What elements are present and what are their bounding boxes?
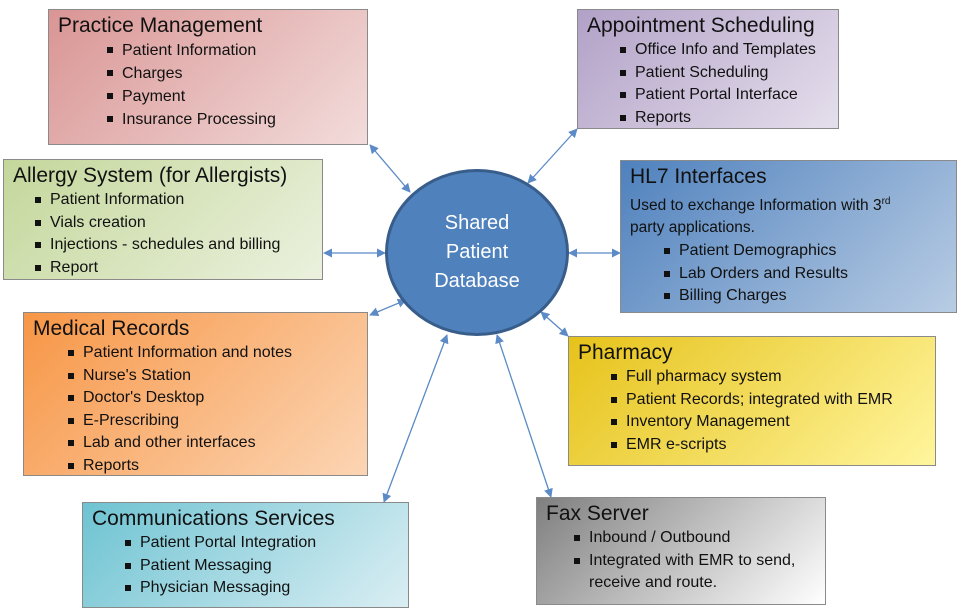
- shared-patient-database-hub: Shared Patient Database: [385, 169, 569, 336]
- list-item: Reports: [620, 107, 838, 130]
- fax-server-box: Fax Server Inbound / Outbound Integrated…: [536, 497, 826, 605]
- practice-management-box: Practice Management Patient Information …: [48, 9, 368, 145]
- list-item: Patient Demographics: [664, 240, 956, 263]
- list-item: Patient Portal Interface: [620, 84, 838, 107]
- list-item: E-Prescribing: [68, 410, 367, 433]
- list-item: Physician Messaging: [125, 577, 408, 600]
- list-item: Patient Information: [107, 39, 367, 62]
- list-item: Billing Charges: [664, 285, 956, 308]
- arrow-appointment-scheduling: [527, 128, 578, 184]
- hl7-interfaces-title: HL7 Interfaces: [630, 165, 767, 188]
- list-item: Integrated with EMR to send, receive and…: [574, 550, 825, 595]
- fax-server-list: Inbound / Outbound Integrated with EMR t…: [574, 527, 825, 595]
- hl7-desc-superscript: rd: [881, 196, 891, 207]
- list-item: Insurance Processing: [107, 108, 367, 131]
- hub-label: Shared Patient Database: [434, 212, 520, 292]
- practice-management-list: Patient Information Charges Payment Insu…: [107, 39, 367, 131]
- hl7-interfaces-description: Used to exchange Information with 3rd par…: [630, 191, 948, 239]
- list-item: Inbound / Outbound: [574, 527, 825, 550]
- list-item: Patient Portal Integration: [125, 532, 408, 555]
- appointment-scheduling-title: Appointment Scheduling: [587, 14, 815, 37]
- list-item: Patient Records; integrated with EMR: [611, 389, 935, 412]
- list-item: Lab and other interfaces: [68, 432, 367, 455]
- list-item: Patient Scheduling: [620, 62, 838, 85]
- list-item: Vials creation: [35, 212, 322, 235]
- list-item: Office Info and Templates: [620, 39, 838, 62]
- list-item: Payment: [107, 85, 367, 108]
- arrow-communications-services: [382, 334, 449, 503]
- list-item: Doctor's Desktop: [68, 387, 367, 410]
- hl7-interfaces-list: Patient Demographics Lab Orders and Resu…: [664, 240, 956, 308]
- arrow-fax-server: [495, 334, 553, 498]
- list-item: Charges: [107, 62, 367, 85]
- pharmacy-box: Pharmacy Full pharmacy system Patient Re…: [568, 336, 936, 466]
- appointment-scheduling-list: Office Info and Templates Patient Schedu…: [620, 39, 838, 129]
- pharmacy-list: Full pharmacy system Patient Records; in…: [611, 366, 935, 456]
- list-item: Lab Orders and Results: [664, 263, 956, 286]
- list-item: EMR e-scripts: [611, 434, 935, 457]
- medical-records-list: Patient Information and notes Nurse's St…: [68, 342, 367, 477]
- list-item: Reports: [68, 455, 367, 478]
- list-item: Nurse's Station: [68, 365, 367, 388]
- allergy-system-box: Allergy System (for Allergists) Patient …: [3, 159, 323, 280]
- list-item: Full pharmacy system: [611, 366, 935, 389]
- pharmacy-title: Pharmacy: [578, 341, 673, 364]
- list-item: Patient Information and notes: [68, 342, 367, 365]
- medical-records-box: Medical Records Patient Information and …: [23, 312, 368, 476]
- hl7-desc-text-continued: party applications.: [630, 219, 755, 237]
- list-item: Injections - schedules and billing: [35, 234, 322, 257]
- communications-services-box: Communications Services Patient Portal I…: [82, 502, 409, 608]
- arrow-practice-management: [369, 144, 411, 193]
- practice-management-title: Practice Management: [58, 14, 263, 37]
- appointment-scheduling-box: Appointment Scheduling Office Info and T…: [577, 9, 839, 129]
- list-item: Patient Messaging: [125, 555, 408, 578]
- hl7-interfaces-box: HL7 Interfaces Used to exchange Informat…: [620, 160, 957, 313]
- allergy-system-title: Allergy System (for Allergists): [13, 164, 288, 187]
- list-item: Patient Information: [35, 189, 322, 212]
- list-item: Inventory Management: [611, 411, 935, 434]
- arrow-medical-records: [369, 298, 407, 317]
- list-item: Report: [35, 257, 322, 280]
- allergy-system-list: Patient Information Vials creation Injec…: [35, 189, 322, 279]
- medical-records-title: Medical Records: [33, 317, 190, 340]
- arrow-pharmacy: [540, 311, 569, 337]
- hl7-desc-text: Used to exchange Information with 3: [630, 197, 882, 215]
- communications-services-title: Communications Services: [92, 507, 335, 530]
- fax-server-title: Fax Server: [546, 502, 649, 525]
- communications-services-list: Patient Portal Integration Patient Messa…: [125, 532, 408, 600]
